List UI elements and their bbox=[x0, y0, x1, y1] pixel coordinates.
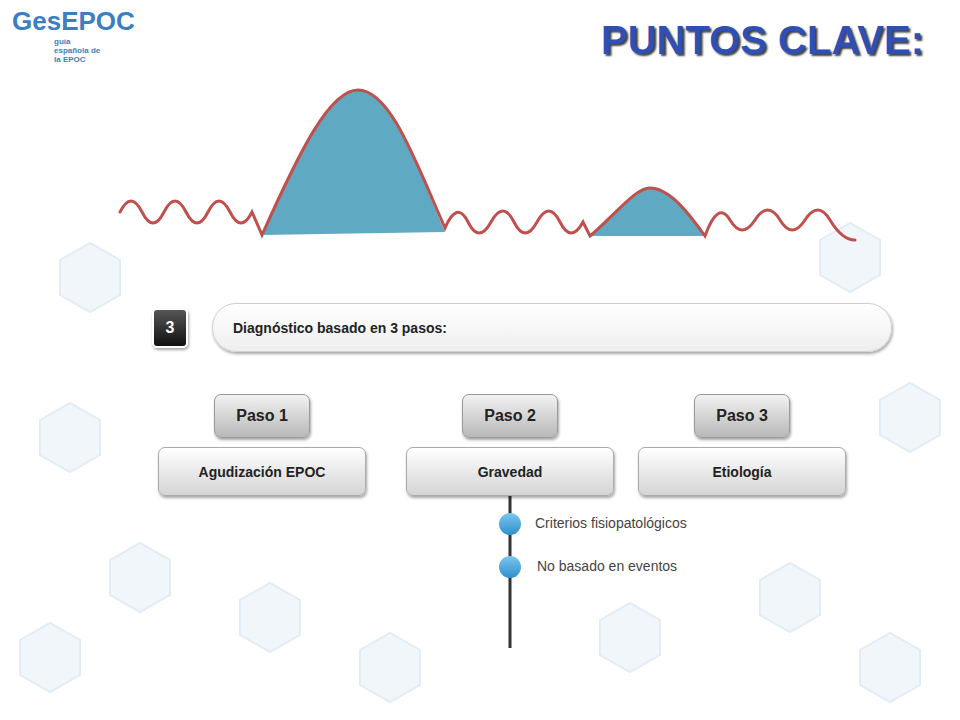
hexagon bbox=[820, 223, 880, 292]
hexagon-background bbox=[20, 223, 940, 702]
bullet-dot bbox=[499, 513, 521, 535]
node-label: Paso 2 bbox=[484, 407, 536, 425]
hexagon bbox=[880, 383, 940, 452]
hexagon bbox=[40, 403, 100, 472]
logo-wordmark: GesEPOC bbox=[12, 6, 135, 37]
bullet-text: Criterios fisiopatológicos bbox=[535, 515, 687, 531]
node-label: Diagnóstico basado en 3 pasos: bbox=[233, 320, 447, 336]
bullet-dot bbox=[499, 556, 521, 578]
summary-bar: Diagnóstico basado en 3 pasos: bbox=[212, 303, 892, 352]
node-label: Etiología bbox=[712, 464, 771, 480]
hexagon bbox=[110, 543, 170, 612]
step-button: Paso 3 bbox=[694, 394, 790, 438]
step-button: Paso 1 bbox=[214, 394, 310, 438]
hexagon bbox=[860, 633, 920, 702]
step-button: Paso 2 bbox=[462, 394, 558, 438]
slide-title: PUNTOS CLAVE: bbox=[601, 18, 924, 63]
node-label: 3 bbox=[166, 319, 175, 337]
step-box: Etiología bbox=[638, 447, 846, 496]
logo-tagline: guía española de la EPOC bbox=[54, 38, 104, 64]
hexagon bbox=[360, 633, 420, 702]
hexagon bbox=[760, 563, 820, 632]
hexagon bbox=[20, 623, 80, 692]
node-label: Paso 3 bbox=[716, 407, 768, 425]
bullet-text: No basado en eventos bbox=[537, 558, 677, 574]
hexagon bbox=[600, 603, 660, 672]
hexagon bbox=[240, 583, 300, 652]
step-box: Agudización EPOC bbox=[158, 447, 366, 496]
symptom-wave bbox=[120, 90, 855, 240]
step-count-badge: 3 bbox=[152, 308, 188, 348]
node-label: Paso 1 bbox=[236, 407, 288, 425]
hexagon bbox=[60, 243, 120, 312]
node-label: Agudización EPOC bbox=[199, 464, 326, 480]
node-label: Gravedad bbox=[478, 464, 543, 480]
step-box: Gravedad bbox=[406, 447, 614, 496]
